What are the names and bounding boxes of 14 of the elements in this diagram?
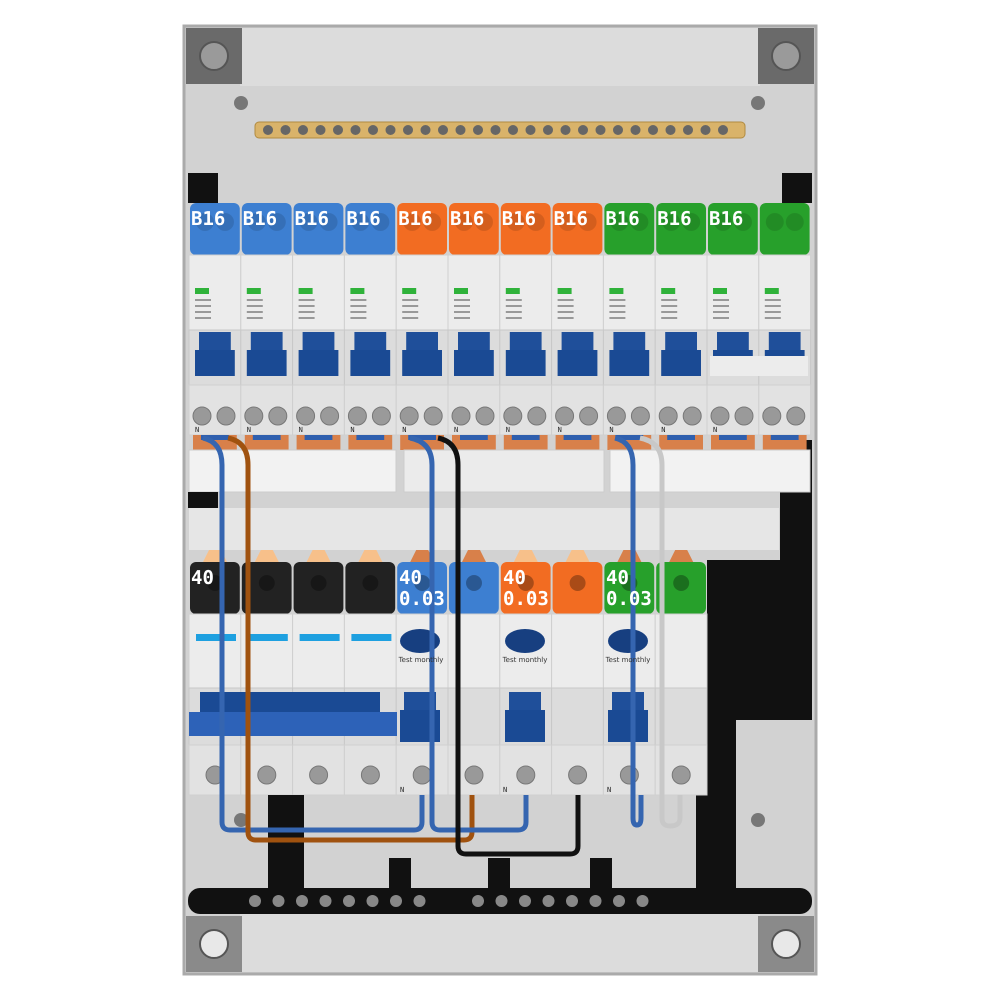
breaker-rating: B16: [398, 208, 433, 230]
breaker-rating: B16: [346, 208, 381, 230]
breaker-rating: 40 0.03: [399, 567, 445, 610]
breaker-rating: B16: [554, 208, 588, 230]
breaker-rating: 40: [191, 567, 214, 589]
breaker-rating: B16: [657, 208, 692, 230]
breaker-rating: 40 0.03: [503, 567, 549, 610]
breaker-rating: B16: [294, 208, 329, 230]
breaker-rating: B16: [605, 208, 640, 230]
breaker-rating: B16: [502, 208, 536, 230]
breaker-rating: B16: [709, 208, 744, 230]
breaker-rating: B16: [191, 208, 226, 230]
breaker-rating: B16: [450, 208, 484, 230]
breaker-rating: B16: [242, 208, 278, 230]
